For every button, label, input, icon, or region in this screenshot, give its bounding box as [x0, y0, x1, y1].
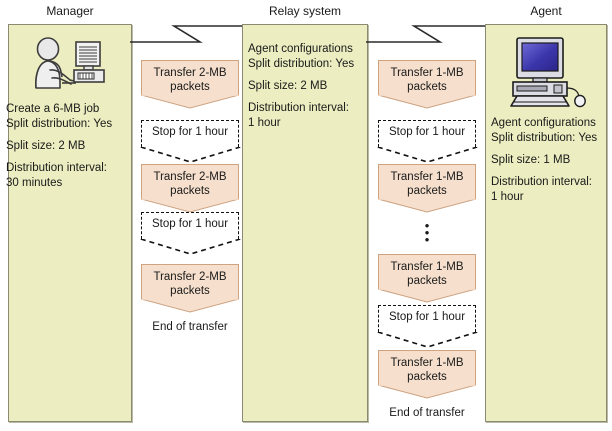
step-transfer: Transfer 1-MB packets: [377, 60, 477, 109]
agent-line-2: Split distribution: Yes: [491, 132, 598, 144]
relay-line-5: 1 hour: [248, 117, 281, 129]
step-line-2: packets: [407, 185, 447, 197]
end-of-transfer-label: End of transfer: [389, 407, 465, 419]
step-chevron-tip: [377, 384, 477, 399]
step-transfer: Transfer 1-MB packets: [377, 164, 477, 213]
agent-column-title: Agent: [530, 4, 562, 18]
step-stop: Stop for 1 hour: [377, 120, 478, 163]
step-line-2: packets: [407, 81, 447, 93]
step-line-1: Transfer 2-MB: [153, 67, 227, 79]
ellipsis-dot: •: [424, 225, 430, 240]
connector-relay-to-agent: [366, 20, 488, 46]
step-line-1: Stop for 1 hour: [388, 126, 466, 138]
step-line-1: Transfer 2-MB: [153, 271, 227, 283]
relay-column: [242, 24, 368, 422]
desktop-computer-icon: [505, 36, 589, 108]
ellipsis-dot: •: [424, 232, 430, 247]
relay-config-text: Agent configurations Split distribution:…: [248, 42, 366, 131]
step-line-2: packets: [170, 185, 210, 197]
manager-config-text: Create a 6-MB job Split distribution: Ye…: [6, 102, 608, 191]
step-line-1: Transfer 1-MB: [390, 67, 464, 79]
step-line-2: packets: [407, 371, 447, 383]
step-chevron-tip: [140, 198, 240, 213]
manager-column-title: Manager: [46, 4, 94, 18]
agent-line-5: 1 hour: [491, 191, 524, 203]
step-transfer: Transfer 1-MB packets: [377, 350, 477, 399]
relay-line-4: Distribution interval:: [248, 102, 349, 114]
step-chevron-tip: [377, 198, 477, 213]
step-stop: Stop for 1 hour: [140, 120, 241, 163]
step-stop: Stop for 1 hour: [140, 212, 241, 255]
step-transfer: Transfer 2-MB packets: [140, 264, 240, 313]
step-line-2: packets: [170, 285, 210, 297]
end-of-transfer-label: End of transfer: [152, 321, 228, 333]
step-line-1: Transfer 2-MB: [153, 171, 227, 183]
step-chevron-tip: [377, 331, 478, 348]
step-line-1: Stop for 1 hour: [151, 126, 229, 138]
step-stop: Stop for 1 hour: [377, 305, 478, 348]
agent-line-4: Distribution interval:: [491, 176, 592, 188]
step-line-2: packets: [407, 275, 447, 287]
step-chevron-tip: [377, 288, 477, 303]
step-line-1: Stop for 1 hour: [388, 311, 466, 323]
relay-line-1: Agent configurations: [248, 43, 353, 55]
manager-line-1: Create a 6-MB job: [6, 103, 100, 115]
person-at-computer-icon: [26, 36, 114, 98]
step-chevron-tip: [140, 238, 241, 255]
step-line-1: Transfer 1-MB: [390, 357, 464, 369]
step-transfer: Transfer 2-MB packets: [140, 60, 240, 109]
relay-line-2: Split distribution: Yes: [248, 58, 355, 70]
agent-line-1: Agent configurations: [491, 117, 596, 129]
ellipsis-dot: •: [424, 218, 430, 233]
continuation-ellipsis: • • •: [378, 218, 476, 247]
manager-line-5: 30 minutes: [6, 177, 63, 189]
manager-line-4: Distribution interval:: [6, 162, 107, 174]
step-line-1: Transfer 1-MB: [390, 261, 464, 273]
connector-manager-to-relay: [130, 20, 246, 46]
step-line-1: Stop for 1 hour: [151, 218, 229, 230]
relay-column-title: Relay system: [268, 4, 342, 18]
manager-column: [8, 24, 132, 422]
manager-line-2: Split distribution: Yes: [6, 118, 113, 130]
step-line-2: packets: [170, 81, 210, 93]
agent-config-text: Agent configurations Split distribution:…: [491, 116, 605, 205]
step-line-1: Transfer 1-MB: [390, 171, 464, 183]
step-transfer: Transfer 2-MB packets: [140, 164, 240, 213]
step-transfer: Transfer 1-MB packets: [377, 254, 477, 303]
step-chevron-tip: [140, 298, 240, 313]
manager-line-3: Split size: 2 MB: [6, 140, 86, 152]
relay-line-3: Split size: 2 MB: [248, 80, 328, 92]
agent-line-3: Split size: 1 MB: [491, 154, 571, 166]
